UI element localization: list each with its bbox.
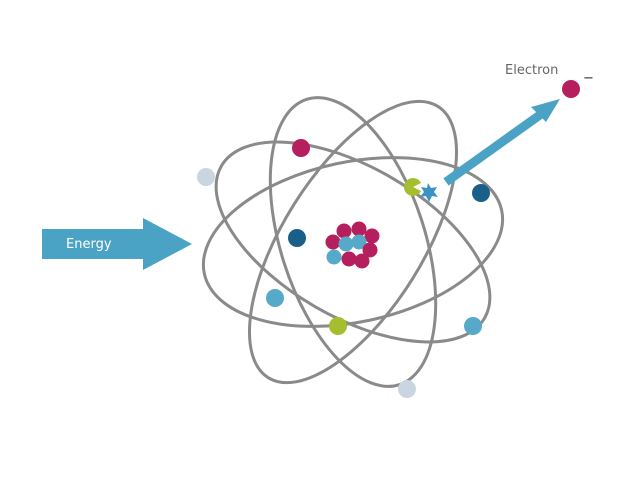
proton-icon bbox=[336, 223, 352, 239]
electron-hit-icon bbox=[403, 178, 421, 196]
electron-icon bbox=[398, 380, 416, 398]
electron-icon bbox=[197, 168, 215, 186]
nucleus-icon bbox=[325, 221, 380, 269]
orbit-1 bbox=[201, 156, 505, 328]
proton-icon bbox=[325, 234, 341, 250]
proton-icon bbox=[364, 228, 380, 244]
proton-icon bbox=[341, 251, 357, 267]
electrons bbox=[197, 139, 490, 398]
electron-icon bbox=[562, 80, 580, 98]
electron-icon bbox=[266, 289, 284, 307]
electron-icon bbox=[329, 317, 347, 335]
electron-label: Electron bbox=[505, 63, 558, 78]
proton-icon bbox=[354, 253, 370, 269]
electron-charge-label: − bbox=[583, 71, 594, 86]
electron-icon bbox=[288, 229, 306, 247]
proton-icon bbox=[362, 242, 378, 258]
electron-icon bbox=[472, 184, 490, 202]
electron-icon bbox=[292, 139, 310, 157]
proton-icon bbox=[351, 221, 367, 237]
orbit-2 bbox=[214, 140, 492, 344]
neutron-icon bbox=[351, 234, 367, 250]
ejection-arrow-shaft bbox=[443, 108, 547, 186]
neutron-icon bbox=[326, 249, 342, 265]
energy-arrow-icon bbox=[42, 218, 192, 270]
ejection-arrow bbox=[443, 99, 560, 186]
ejection-arrow-head-icon bbox=[531, 99, 560, 122]
orbit-3 bbox=[247, 99, 459, 385]
spark-icon bbox=[420, 183, 438, 202]
ejected-electron: Electron − bbox=[505, 63, 594, 98]
energy-label: Energy bbox=[66, 237, 112, 252]
neutron-icon bbox=[338, 236, 354, 252]
electron-icon bbox=[464, 317, 482, 335]
energy-arrow: Energy bbox=[42, 218, 192, 270]
